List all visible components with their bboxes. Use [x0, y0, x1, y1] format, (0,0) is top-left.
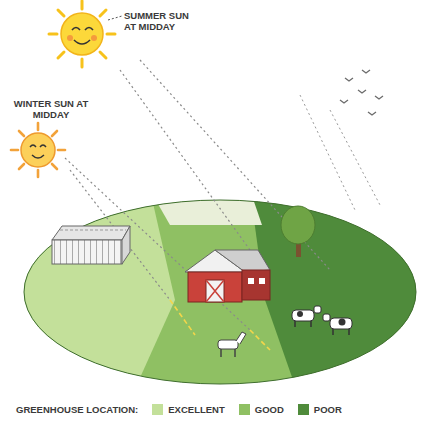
ground-outline: [24, 200, 416, 384]
greenhouse: [52, 226, 130, 264]
excellent-zone: [0, 190, 175, 400]
sun-rays: [65, 60, 330, 330]
sun-label: SUMMER SUN AT MIDDAY: [124, 10, 202, 32]
legend-swatch: [152, 404, 163, 415]
horse: [218, 332, 246, 357]
legend-item: GOOD: [239, 404, 284, 415]
legend-swatch: [298, 404, 309, 415]
legend-item: EXCELLENT: [152, 404, 224, 415]
flight-lines: [300, 95, 380, 210]
birds: [340, 70, 383, 115]
legend-title: GREENHOUSE LOCATION:: [16, 404, 138, 415]
legend-text: POOR: [314, 404, 342, 415]
sunlit-rays: [170, 300, 270, 350]
poor-zone: [250, 190, 438, 400]
tree: [281, 206, 315, 257]
legend-item: POOR: [298, 404, 342, 415]
leader-line: [108, 16, 122, 20]
cows: [292, 306, 352, 335]
winter-sun: [11, 123, 65, 177]
summer-sun: [49, 1, 115, 67]
legend-swatch: [239, 404, 250, 415]
barn: [185, 250, 270, 302]
sun-label: WINTER SUN AT MIDDAY: [12, 98, 90, 120]
good-zone: [0, 190, 438, 400]
legend-text: EXCELLENT: [168, 404, 224, 415]
legend: GREENHOUSE LOCATION: EXCELLENT GOOD POOR: [16, 404, 342, 415]
legend-text: GOOD: [255, 404, 284, 415]
back-field: [150, 190, 262, 225]
ground: [0, 190, 438, 400]
